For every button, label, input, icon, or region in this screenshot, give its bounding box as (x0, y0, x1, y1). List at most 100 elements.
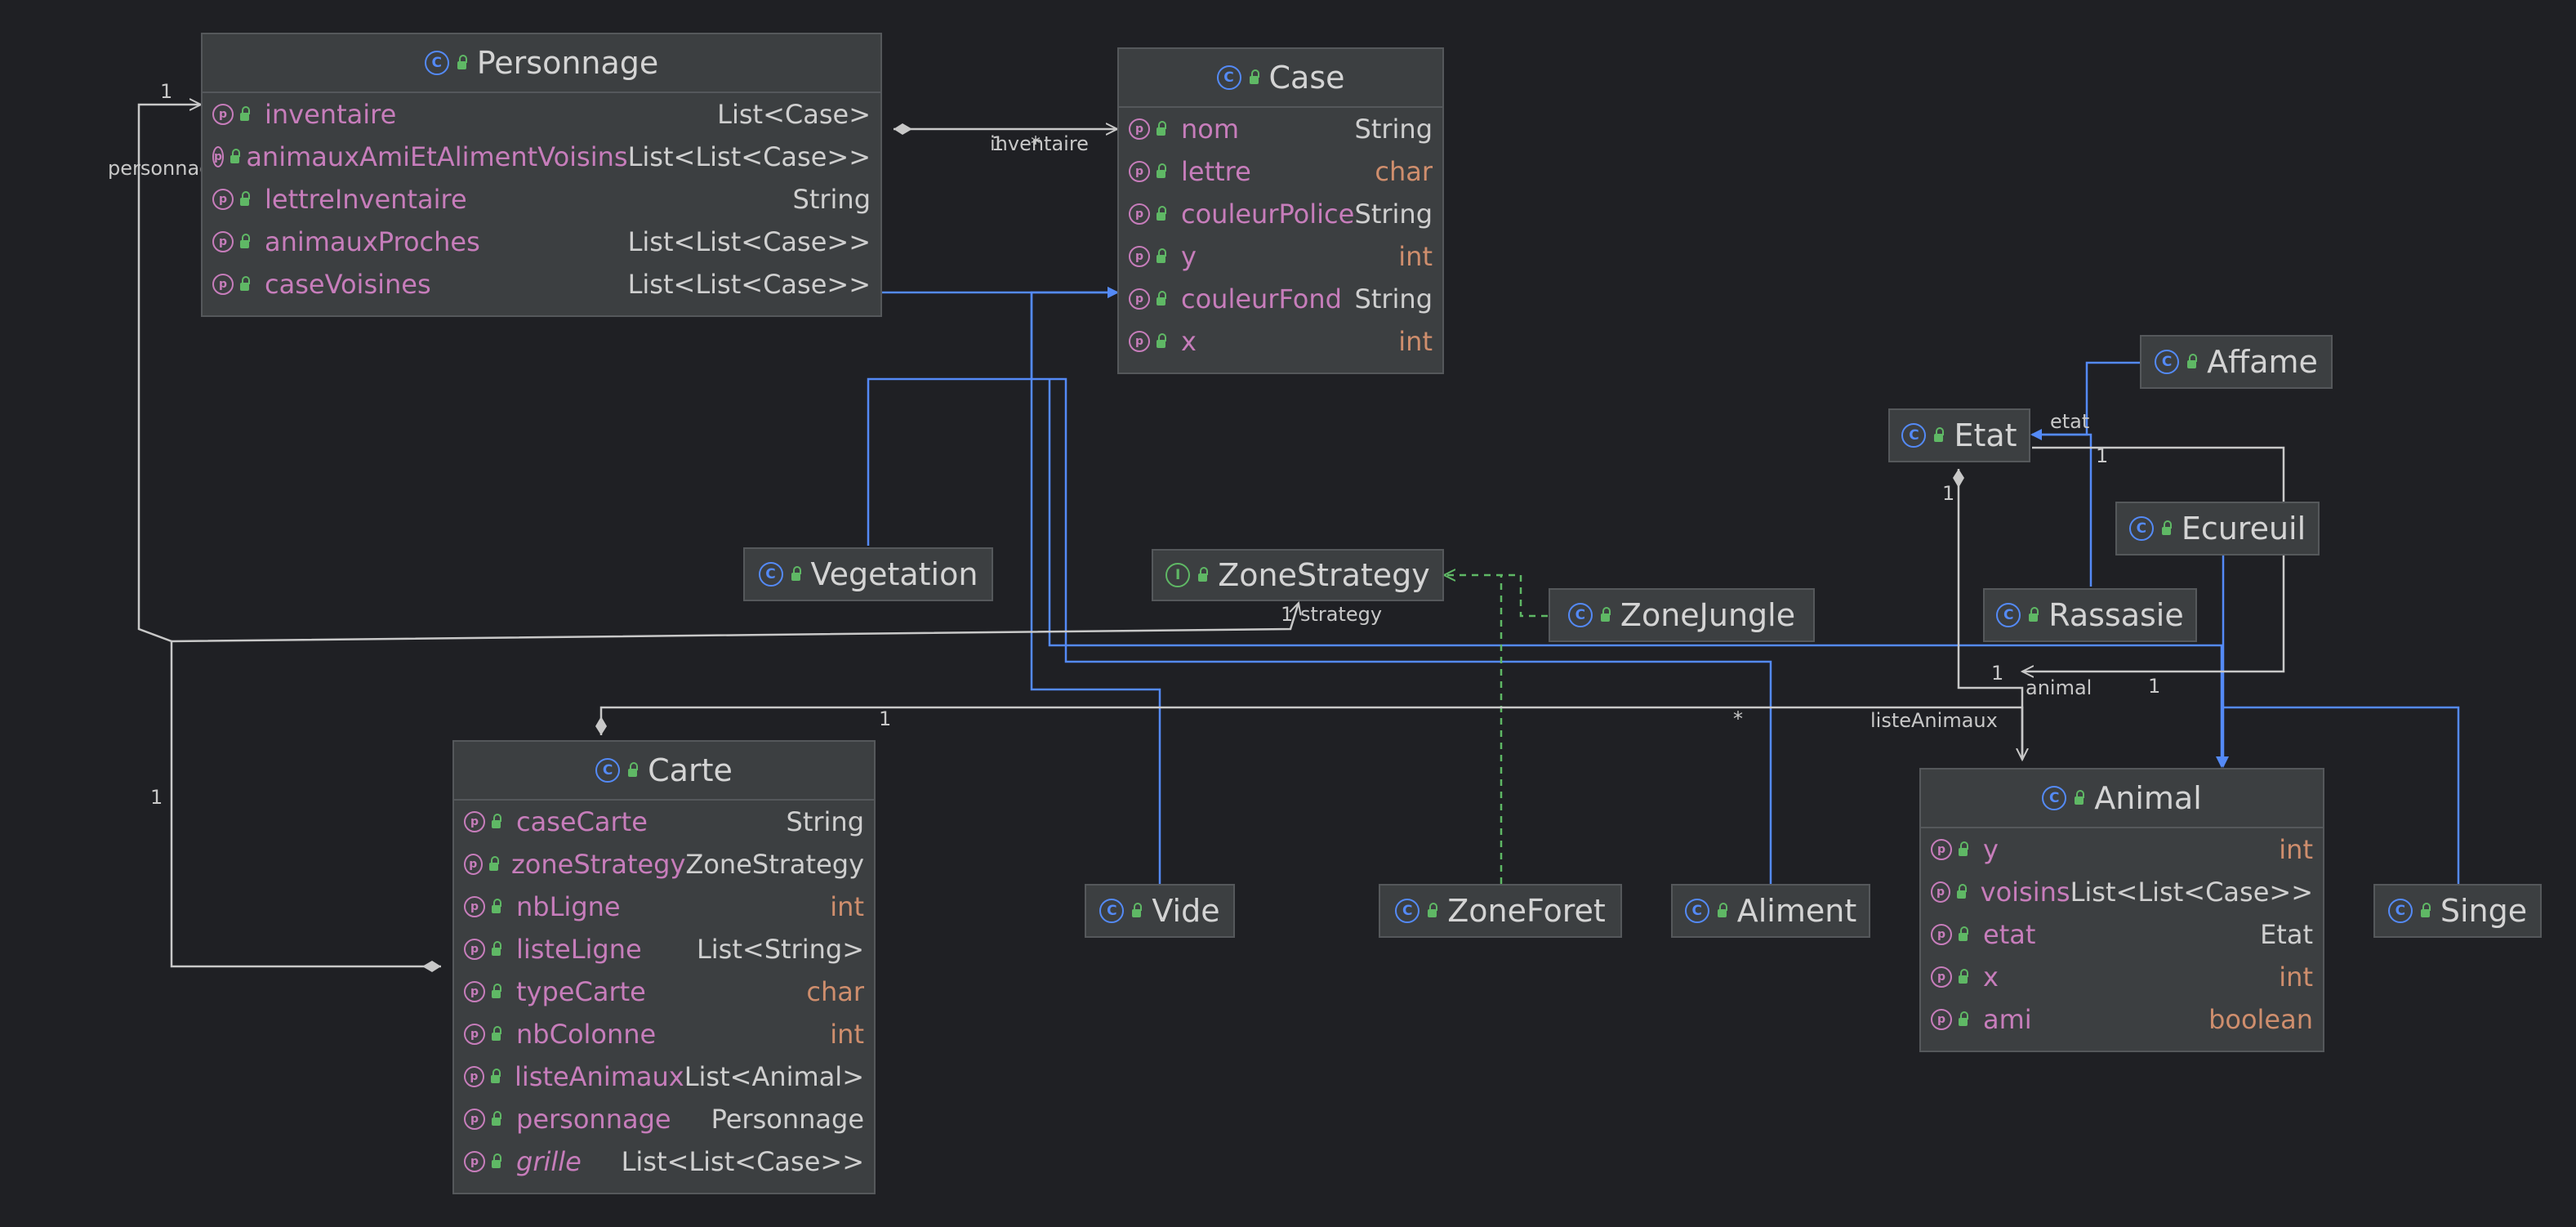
public-icon (490, 984, 503, 1000)
public-icon (238, 191, 252, 207)
edge-etat-2 (2022, 446, 2285, 672)
field-icon: p (464, 854, 483, 875)
class-icon: C (2042, 786, 2067, 810)
public-icon (1155, 163, 1168, 180)
field-icon: p (1129, 331, 1150, 352)
field-icon: p (464, 1066, 484, 1087)
public-icon (2160, 520, 2173, 537)
label-many: * (1733, 707, 1743, 730)
edge-personnage-case-2 (1048, 379, 2227, 768)
public-icon (1957, 926, 1970, 943)
edge-vegetation-case (867, 287, 1119, 546)
class-name: Personnage (476, 45, 659, 81)
field-icon: p (1931, 924, 1952, 945)
field-icon: p (464, 896, 485, 917)
class-icon: C (1684, 899, 1709, 923)
public-icon (1957, 1011, 1970, 1028)
label-one: 1 (879, 707, 892, 730)
label-many: * (1031, 132, 1041, 155)
class-icon: C (1901, 423, 1927, 448)
field-icon: p (464, 1024, 485, 1045)
edge-vide-case (1030, 292, 1161, 884)
class-icon: C (2387, 899, 2413, 923)
label-strategy: strategy (1300, 603, 1383, 626)
edge-zonejungle-zonestrategy (1444, 575, 1548, 618)
field-icon: p (464, 811, 485, 832)
field-icon: p (1129, 203, 1150, 225)
class-icon: C (2155, 350, 2180, 374)
public-icon (490, 1026, 503, 1042)
interface-icon: I (1165, 563, 1191, 587)
public-icon (790, 566, 803, 582)
label-one: 1 (992, 132, 1005, 155)
label-one: 1 (2096, 444, 2109, 467)
class-name: ZoneForet (1447, 893, 1606, 929)
field-icon: p (464, 981, 485, 1002)
field-icon: p (212, 146, 225, 167)
public-icon (1155, 121, 1168, 137)
class-icon: C (424, 51, 449, 75)
public-icon (1957, 841, 1970, 858)
public-icon (238, 106, 252, 123)
public-icon (490, 1153, 503, 1170)
field-icon: p (212, 231, 234, 252)
field-icon: p (1931, 881, 1951, 903)
public-icon (490, 1111, 503, 1127)
public-icon (2419, 903, 2432, 919)
public-icon (490, 814, 503, 830)
class-name: Animal (2094, 780, 2202, 816)
class-singe[interactable]: C Singe (2373, 884, 2542, 938)
public-icon (490, 899, 503, 915)
class-icon: C (1216, 65, 1241, 90)
class-name: Singe (2440, 893, 2528, 929)
field-icon: p (212, 274, 234, 295)
label-one: 1 (2148, 675, 2161, 698)
field-icon: p (1129, 288, 1150, 310)
label-one: 1 (1942, 482, 1955, 505)
public-icon (229, 149, 241, 165)
field-icon: p (1129, 118, 1150, 140)
edge-personnage-2 (171, 603, 1299, 643)
public-icon (2073, 790, 2086, 806)
label-one: 1 (1281, 603, 1294, 626)
